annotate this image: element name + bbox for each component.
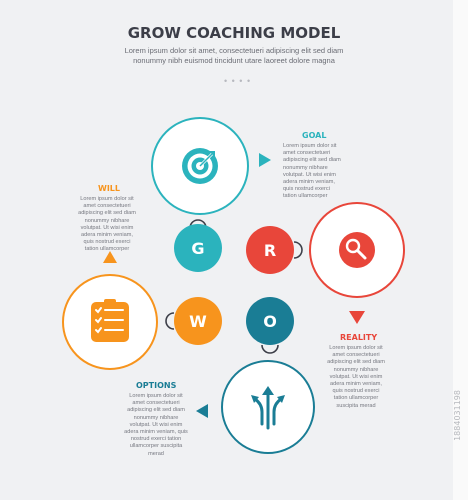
letter-o: O [263, 312, 277, 331]
options-heading: OPTIONS [136, 381, 177, 390]
target-icon [182, 148, 218, 184]
will-text: Lorem ipsum dolor sit amet consectetueri… [78, 196, 136, 253]
checklist-icon [91, 299, 129, 342]
goal-heading: GOAL [302, 131, 327, 140]
reality-arrow [349, 311, 365, 324]
letter-circle-g [174, 219, 222, 272]
reality-circle [309, 202, 405, 298]
letter-circle-w [165, 297, 222, 345]
letter-g: G [191, 239, 204, 258]
reality-text: Lorem ipsum dolor sit amet consectetueri… [327, 345, 385, 409]
page-title: GROW COACHING MODEL [127, 24, 341, 42]
goal-circle [151, 117, 249, 215]
will-arrow [103, 251, 117, 263]
goal-text: Lorem ipsum dolor sit amet consectetueri… [283, 143, 341, 200]
magnifier-icon [339, 232, 375, 268]
letter-r: R [264, 241, 276, 260]
goal-arrow [259, 153, 271, 167]
page-subtitle: Lorem ipsum dolor sit amet, consectetuer… [124, 46, 344, 65]
reality-heading: REALITY [340, 333, 378, 342]
side-strip [453, 0, 468, 500]
letter-circle-r [246, 226, 303, 274]
options-arrow [196, 404, 208, 418]
letter-w: W [189, 312, 207, 331]
will-circle [62, 274, 158, 370]
title-dots: • • • • [224, 76, 252, 86]
will-heading: WILL [98, 184, 120, 193]
letter-circle-o [246, 297, 294, 354]
options-text: Lorem ipsum dolor sit amet consectetueri… [124, 393, 188, 457]
options-circle [221, 360, 315, 454]
